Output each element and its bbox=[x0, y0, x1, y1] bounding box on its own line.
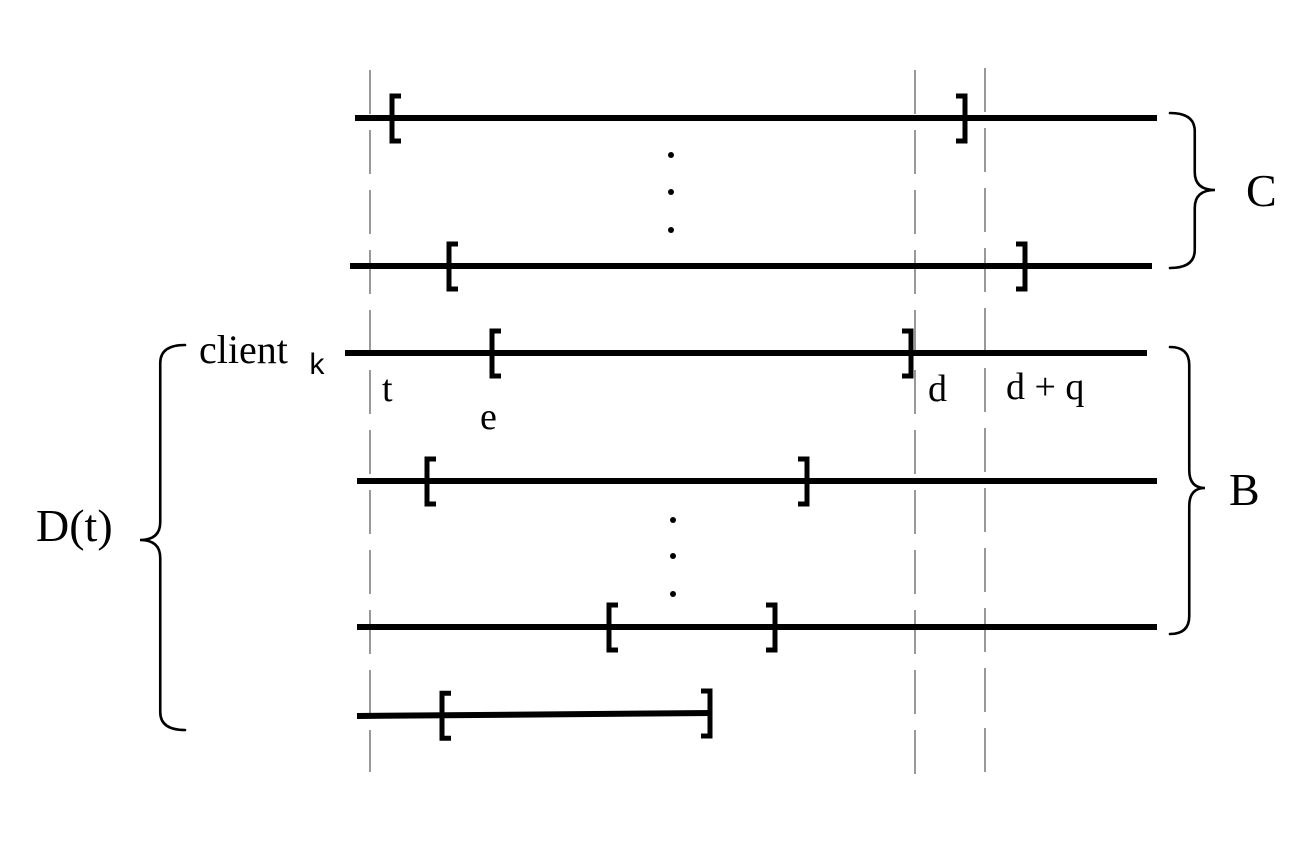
dashed-guide-lines bbox=[369, 68, 986, 790]
client-timelines bbox=[345, 93, 1157, 741]
interval-close-bracket bbox=[766, 602, 778, 653]
interval-open-bracket bbox=[446, 241, 458, 292]
ellipsis-dot bbox=[670, 553, 676, 559]
interval-open-bracket bbox=[424, 456, 436, 507]
timeline-5 bbox=[357, 602, 1157, 653]
ellipsis-dot bbox=[668, 227, 674, 233]
client-label: client bbox=[199, 330, 288, 370]
brace-b-icon bbox=[1168, 345, 1206, 636]
ellipsis-dot bbox=[668, 152, 674, 158]
deadline-plus-q-label: d + q bbox=[1006, 366, 1085, 408]
brace-c-icon bbox=[1168, 111, 1216, 270]
timeline-1 bbox=[355, 93, 1157, 144]
grouping-braces bbox=[139, 111, 1216, 732]
client-name: client bbox=[199, 327, 288, 372]
ellipsis-dot bbox=[670, 591, 676, 597]
client-subscript: k bbox=[308, 350, 327, 384]
brace-d-icon bbox=[139, 343, 187, 732]
timeline-3 bbox=[345, 328, 1147, 379]
timeline-6 bbox=[356, 688, 713, 741]
timeline-4 bbox=[357, 456, 1157, 507]
interval-close-bracket bbox=[956, 93, 968, 144]
ellipsis-dot bbox=[668, 189, 674, 195]
interval-close-bracket bbox=[1016, 241, 1028, 292]
deadline-set-label: D(t) bbox=[36, 500, 113, 551]
timeline-axis bbox=[356, 710, 713, 719]
interval-open-bracket bbox=[489, 328, 501, 379]
vertical-ellipsis-dots bbox=[668, 152, 676, 597]
interval-open-bracket bbox=[389, 93, 401, 144]
interval-close-bracket bbox=[798, 456, 810, 507]
time-t-label: t bbox=[382, 368, 393, 410]
interval-close-bracket bbox=[902, 328, 914, 379]
group-b-label: B bbox=[1229, 464, 1260, 515]
timeline-2 bbox=[350, 241, 1152, 292]
ellipsis-dot bbox=[670, 517, 676, 523]
deadline-d-label: d bbox=[928, 368, 947, 410]
earliest-e-label: e bbox=[480, 396, 497, 438]
interval-open-bracket bbox=[439, 690, 451, 741]
interval-open-bracket bbox=[606, 602, 618, 653]
interval-close-bracket bbox=[701, 688, 713, 739]
group-c-label: C bbox=[1246, 165, 1277, 216]
